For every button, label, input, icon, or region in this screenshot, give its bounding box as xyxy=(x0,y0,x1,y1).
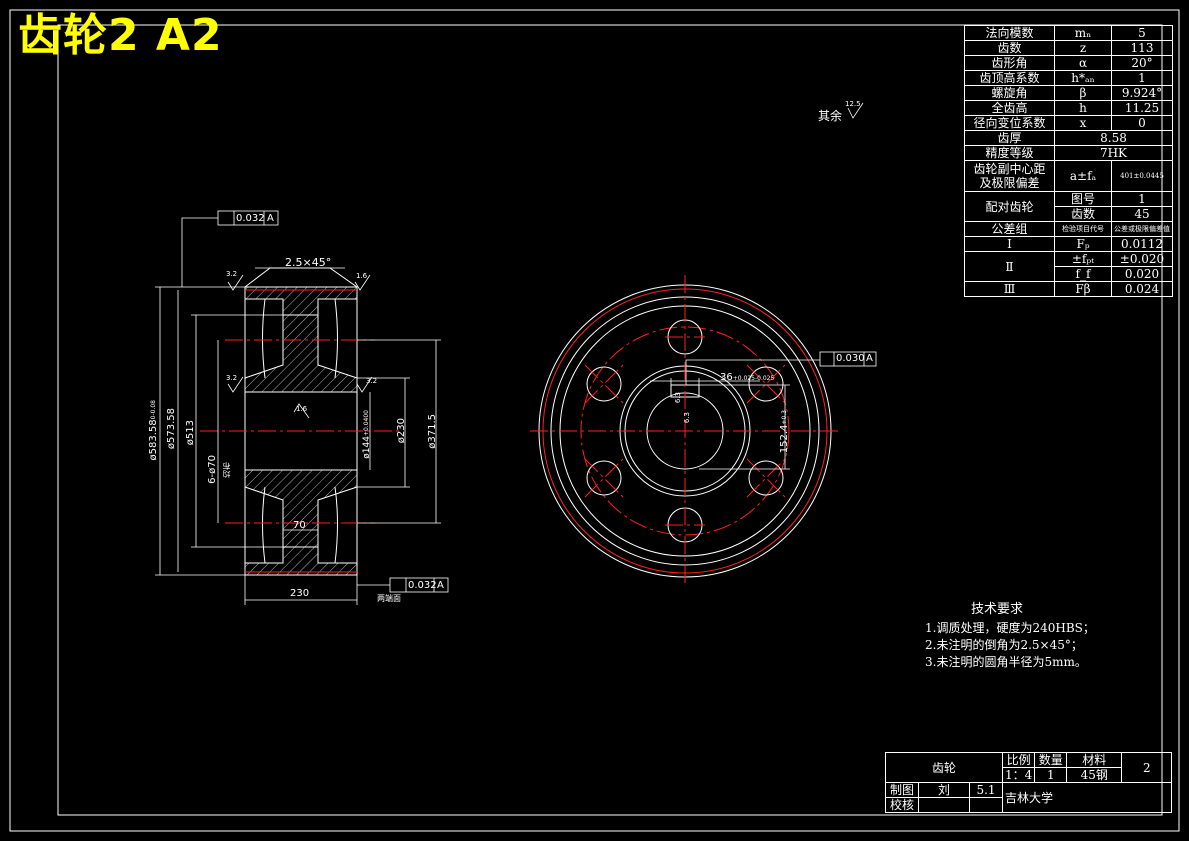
sheet-number: 2 xyxy=(1121,752,1173,783)
holes-label: 6-ø70 xyxy=(207,455,218,484)
flatness-datum: A xyxy=(866,353,873,364)
keyway-depth: 152.4+0.3 xyxy=(779,410,790,454)
tech-title: 技术要求 xyxy=(971,602,1024,617)
rough-right-mid: 3.2 xyxy=(366,377,378,385)
holes-note: 均布 xyxy=(222,462,231,478)
roughness-rest-label: 其余 xyxy=(818,109,843,123)
web-width: 70 xyxy=(293,520,306,531)
bore-dia: ø144+0.0400 xyxy=(362,410,372,459)
school-name: 吉林大学 xyxy=(1001,782,1173,813)
front-view xyxy=(530,275,877,585)
chamfer-label: 2.5×45° xyxy=(285,256,332,269)
keyway-rough: 6.3 xyxy=(674,392,682,404)
runout-top-datum: A xyxy=(267,213,274,224)
drawing-title: 齿轮2 A2 xyxy=(18,10,223,61)
part-name: 齿轮 xyxy=(885,752,1003,783)
inner-frame xyxy=(57,24,1163,816)
tech-item: 1.调质处理，硬度为240HBS； xyxy=(925,621,1095,635)
dia-3: ø513 xyxy=(185,420,196,446)
dia-outer: ø583.580-0.08 xyxy=(148,400,159,461)
rough-right-top: 1.6 xyxy=(356,272,368,280)
title-block: 齿轮 比例 数量 材料 2 1：4 1 45钢 制图 刘 5.1 吉林大学 校核 xyxy=(885,752,1173,813)
rim-dia: ø371.5 xyxy=(427,414,438,449)
keyway-width: 36+0.025-0.025 xyxy=(720,372,775,383)
rough-bore: 1.6 xyxy=(296,405,308,413)
flatness-tol: 0.030 xyxy=(836,353,865,364)
outer-frame xyxy=(9,9,1180,832)
runout-bottom-tol: 0.032 xyxy=(408,580,437,591)
param-row: 公差组检验项目代号公差或极限偏差值 xyxy=(964,221,1173,237)
keyway-rough-2: 6.3 xyxy=(683,412,691,424)
roughness-rest-value: 12.5 xyxy=(845,100,861,108)
roughness-symbol xyxy=(847,102,864,119)
technical-requirements: 技术要求 1.调质处理，硬度为240HBS； 2.未注明的倒角为2.5×45°；… xyxy=(925,598,1095,671)
runout-bottom-note: 两端面 xyxy=(377,594,401,603)
tech-item: 2.未注明的倒角为2.5×45°； xyxy=(925,638,1083,652)
param-row: Ⅱ±fₚₜ±0.020 xyxy=(964,251,1173,282)
tech-item: 3.未注明的圆角半径为5mm。 xyxy=(925,655,1087,669)
runout-top-tol: 0.032 xyxy=(236,213,265,224)
hub-dia: ø230 xyxy=(396,418,407,444)
dia-2: ø573.58 xyxy=(166,408,177,450)
runout-bottom-datum: A xyxy=(437,580,444,591)
rough-left-top: 3.2 xyxy=(226,270,238,278)
section-view xyxy=(155,210,449,605)
rough-left-mid: 3.2 xyxy=(226,374,238,382)
face-width: 230 xyxy=(290,588,310,599)
